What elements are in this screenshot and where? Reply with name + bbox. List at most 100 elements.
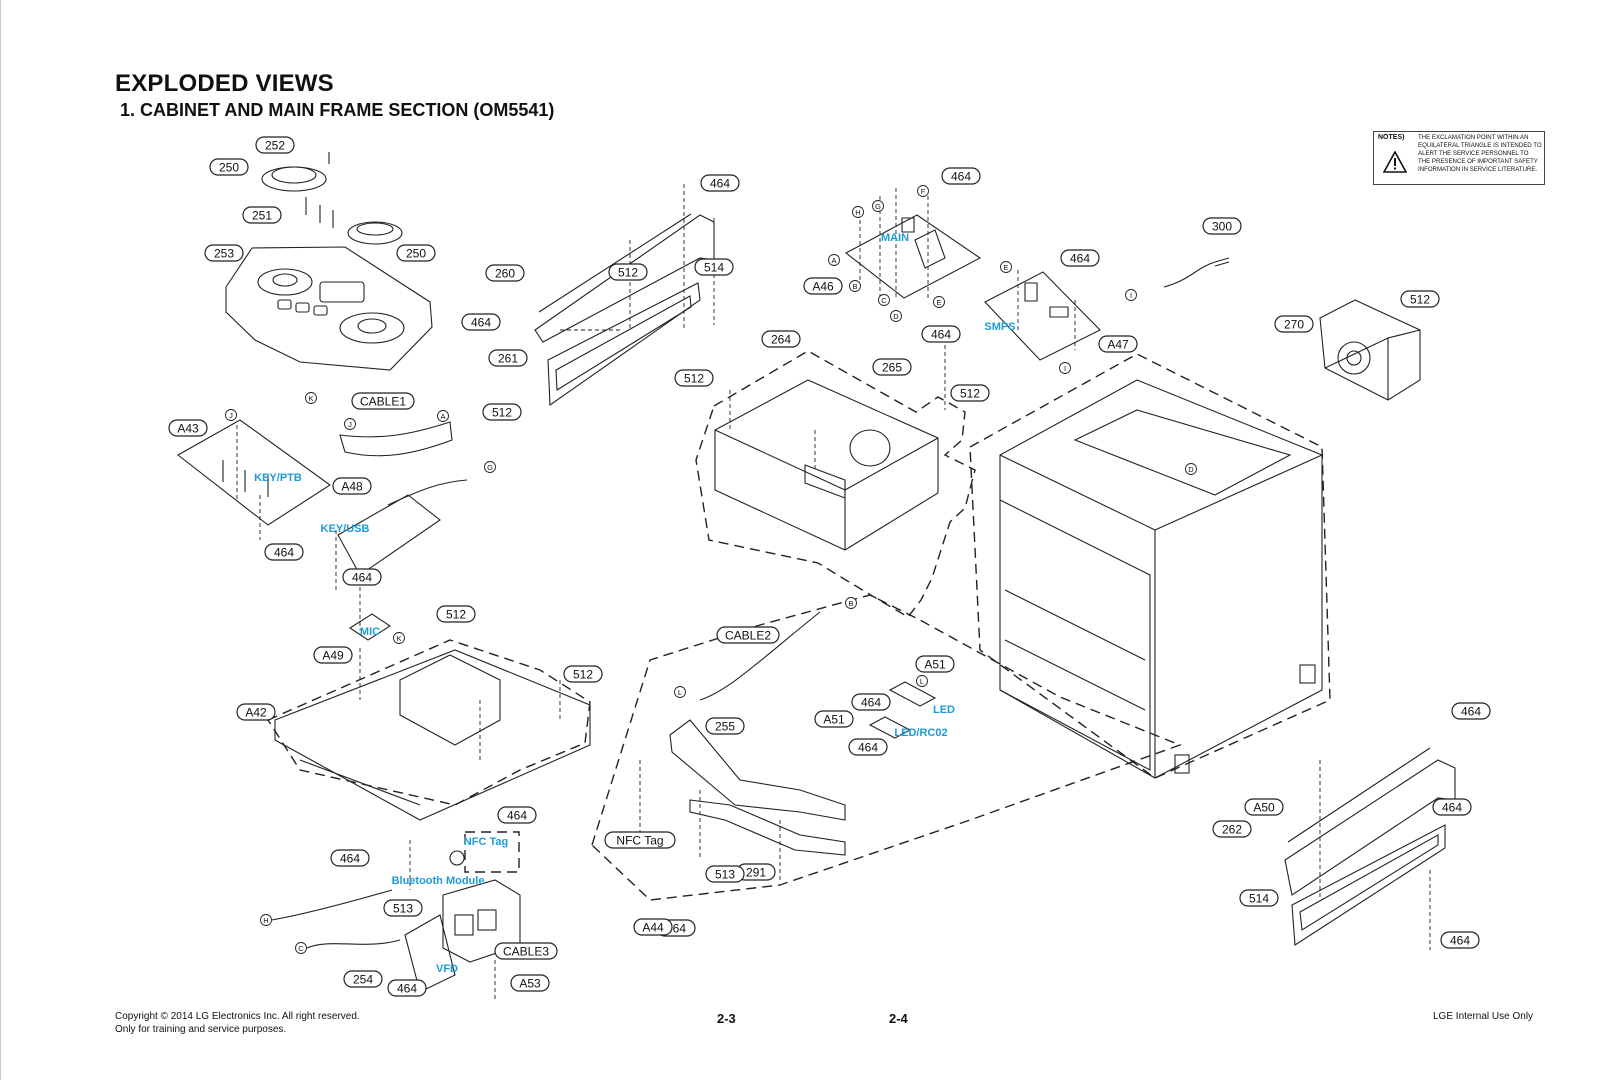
part-callout: A50 (1244, 798, 1284, 816)
board-label: NFC Tag (464, 836, 508, 848)
connector-letter: J (348, 420, 352, 429)
connector-letter: E (1003, 263, 1008, 272)
internal-use-note: LGE Internal Use Only (1433, 1011, 1534, 1022)
part-callout: A49 (313, 646, 353, 664)
part-callout-label: 512 (960, 387, 980, 401)
part-callout-label: 464 (352, 571, 372, 585)
page-number-right: 2-4 (889, 1011, 908, 1026)
board-label: VFD (436, 963, 458, 975)
copyright-text: Copyright © 2014 LG Electronics Inc. All… (115, 1011, 360, 1022)
part-callout: 512 (674, 369, 714, 387)
part-callout-label: 253 (214, 247, 234, 261)
part-callout: 260 (485, 264, 525, 282)
part-callout-label: 464 (1450, 934, 1470, 948)
part-callout: A53 (510, 974, 550, 992)
connector-letter: H (855, 208, 860, 217)
connector-letter: K (308, 394, 313, 403)
connector-letter: J (229, 411, 233, 420)
connector-letter: L (678, 688, 682, 697)
part-callout-label: 512 (492, 406, 512, 420)
part-callout: 512 (436, 605, 476, 623)
part-callout: 464 (848, 738, 888, 756)
part-callout-label: A48 (341, 480, 363, 494)
connector-marker: B (845, 597, 857, 609)
part-callout-label: CABLE1 (360, 395, 406, 409)
part-callout-label: 250 (406, 247, 426, 261)
part-callout-label: 291 (746, 866, 766, 880)
part-callout: 252 (255, 136, 295, 154)
page-edge (0, 0, 1, 1080)
section-title: 1. CABINET AND MAIN FRAME SECTION (OM554… (120, 100, 555, 120)
part-callout-label: A51 (924, 658, 946, 672)
part-callout: A47 (1098, 335, 1138, 353)
part-callout-label: 514 (1249, 892, 1269, 906)
part-callout: 261 (488, 349, 528, 367)
footer-left: Copyright © 2014 LG Electronics Inc. All… (115, 1010, 360, 1036)
part-callout-label: 464 (340, 852, 360, 866)
part-callout-label: 512 (573, 668, 593, 682)
part-callout-label: 265 (882, 361, 902, 375)
part-callout: 255 (705, 717, 745, 735)
connector-marker: K (305, 392, 317, 404)
part-callout: CABLE3 (494, 942, 558, 960)
part-callout-label: 464 (471, 316, 491, 330)
board-labels: MAINSMPSKEY/PTBKEY/USBMICLEDLED/RC02NFC … (254, 232, 1015, 975)
warning-triangle-icon (1383, 151, 1407, 173)
part-callout: 250 (396, 244, 436, 262)
part-callout: NFC Tag (604, 831, 676, 849)
part-callout: 513 (705, 865, 745, 883)
part-callout-label: 464 (858, 741, 878, 755)
connector-letter: G (875, 202, 881, 211)
leader-lines (236, 184, 1431, 1000)
part-callout: 270 (1274, 315, 1314, 333)
part-callout-label: 251 (252, 209, 272, 223)
part-callout-label: A46 (812, 280, 834, 294)
part-callout: 512 (563, 665, 603, 683)
part-callout: 512 (950, 384, 990, 402)
part-callout-label: 513 (715, 868, 735, 882)
part-callout-label: A51 (823, 713, 845, 727)
part-callout-label: 464 (1442, 801, 1462, 815)
connector-letter: B (848, 599, 853, 608)
connector-letter: I (1130, 291, 1132, 300)
part-callout: CABLE1 (351, 392, 415, 410)
safety-notes-box: NOTES) THE EXCLAMATION POINT WITHIN AN E… (1373, 131, 1545, 185)
part-callout: 464 (941, 167, 981, 185)
part-callout: 464 (387, 979, 427, 997)
connector-marker: L (916, 675, 928, 687)
part-callout-label: 464 (507, 809, 527, 823)
part-callout-label: 512 (1410, 293, 1430, 307)
part-callout: 464 (1060, 249, 1100, 267)
board-label: KEY/PTB (254, 472, 302, 484)
connector-letter: G (487, 463, 493, 472)
part-callout: 464 (342, 568, 382, 586)
connector-marker: G (872, 200, 884, 212)
part-callout: A43 (168, 419, 208, 437)
part-callout-label: 514 (704, 261, 724, 275)
part-callout-label: 464 (397, 982, 417, 996)
connector-marker: I (1125, 289, 1137, 301)
part-callout-label: 464 (710, 177, 730, 191)
part-callout-label: A47 (1107, 338, 1129, 352)
part-callout: 512 (608, 263, 648, 281)
part-callout-label: 255 (715, 720, 735, 734)
part-callout: 464 (1451, 702, 1491, 720)
part-callout: A51 (915, 655, 955, 673)
part-callout: 264 (761, 330, 801, 348)
part-callout: 254 (343, 970, 383, 988)
connector-letter: L (920, 677, 924, 686)
part-callout: 464 (1432, 798, 1472, 816)
connector-marker: I (1059, 362, 1071, 374)
board-label: SMPS (984, 321, 1015, 333)
part-callout: 464 (921, 325, 961, 343)
part-callout-label: A43 (177, 422, 199, 436)
part-callout: A44 (633, 918, 673, 936)
part-callout-label: 260 (495, 267, 515, 281)
part-callout: 513 (383, 899, 423, 917)
notes-text: THE EXCLAMATION POINT WITHIN AN EQUILATE… (1418, 134, 1542, 173)
part-callout-label: 250 (219, 161, 239, 175)
part-callout: 464 (1440, 931, 1480, 949)
connector-letter: E (936, 298, 941, 307)
part-callout-label: 252 (265, 139, 285, 153)
